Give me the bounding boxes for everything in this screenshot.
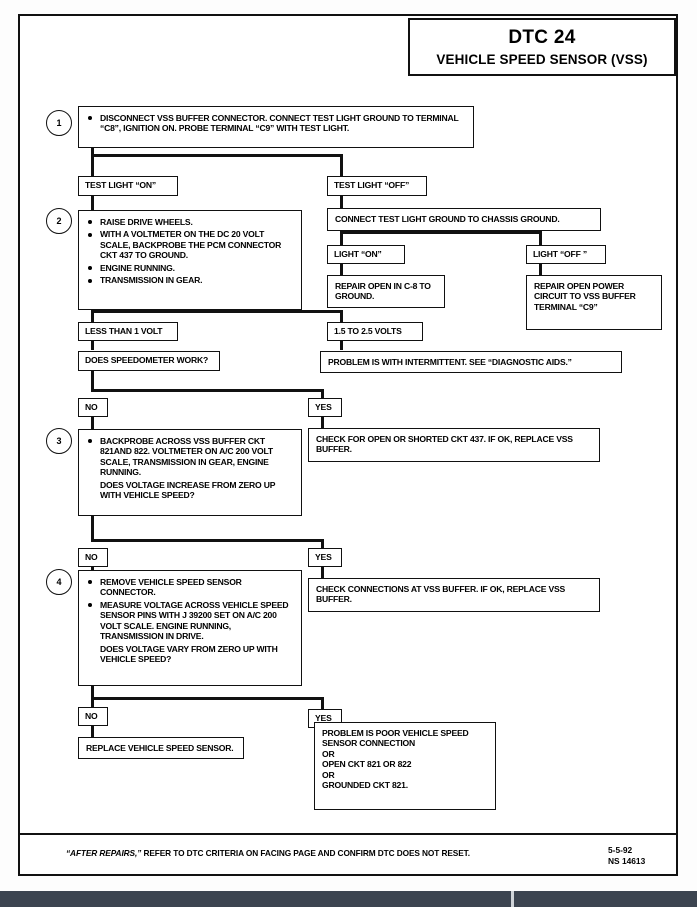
footer-date: 5-5-92 xyxy=(608,845,633,855)
line-connect-down-left xyxy=(340,231,343,245)
line-testlighton-step2 xyxy=(91,196,94,210)
line-speedo-to-yes xyxy=(321,389,324,403)
node-1-5-to-2-5-volts: 1.5 TO 2.5 VOLTS xyxy=(327,322,423,341)
step-number-1: 1 xyxy=(46,110,72,136)
node-test-light-off: TEST LIGHT “OFF” xyxy=(327,176,427,196)
node-branch2-yes: YES xyxy=(308,548,342,567)
line-to-test-light-on xyxy=(91,154,94,176)
step2-bullet-4: TRANSMISSION IN GEAR. xyxy=(87,275,293,285)
node-check-ckt-437: CHECK FOR OPEN OR SHORTED CKT 437. IF OK… xyxy=(308,428,600,462)
step2-bullet-2: WITH A VOLTMETER ON THE DC 20 VOLT SCALE… xyxy=(87,229,293,260)
line-step2-down-right xyxy=(340,310,343,322)
node-check-connections: CHECK CONNECTIONS AT VSS BUFFER. IF OK, … xyxy=(308,578,600,612)
node-test-light-on: TEST LIGHT “ON” xyxy=(78,176,178,196)
node-light-on: LIGHT “ON” xyxy=(327,245,405,264)
step4-bullet-1: REMOVE VEHICLE SPEED SENSOR CONNECTOR. xyxy=(87,577,293,598)
line-testlightoff-connect xyxy=(340,196,343,208)
node-repair-open-c8: REPAIR OPEN IN C-8 TO GROUND. xyxy=(327,275,445,308)
node-step-2: RAISE DRIVE WHEELS. WITH A VOLTMETER ON … xyxy=(78,210,302,310)
footer-rule-bottom xyxy=(20,874,676,877)
line-lightoff-repair xyxy=(539,264,542,275)
step-number-3: 3 xyxy=(46,428,72,454)
node-light-off: LIGHT “OFF ” xyxy=(526,245,606,264)
line-lighton-repair xyxy=(340,264,343,275)
line-step1-split xyxy=(91,154,343,157)
node-branch3-no: NO xyxy=(78,707,108,726)
footer-doc-id: NS 14613 xyxy=(608,856,646,867)
problem-poor-line-5: OR xyxy=(322,769,335,780)
bottom-chrome-bar xyxy=(0,891,697,907)
line-connect-down-right xyxy=(539,231,542,245)
line-step3-down xyxy=(91,516,94,542)
dtc-code: DTC 24 xyxy=(508,27,576,48)
footer-note: “AFTER REPAIRS,” REFER TO DTC CRITERIA O… xyxy=(66,848,576,858)
node-problem-poor-connection: PROBLEM IS POOR VEHICLE SPEED SENSOR CON… xyxy=(314,722,496,810)
bottom-chrome-divider xyxy=(511,891,514,907)
node-branch2-no: NO xyxy=(78,548,108,567)
line-step3-to-yes xyxy=(321,539,324,553)
line-to-test-light-off xyxy=(340,154,343,176)
node-step-1: DISCONNECT VSS BUFFER CONNECTOR. CONNECT… xyxy=(78,106,474,148)
problem-poor-line-4: OPEN CKT 821 OR 822 xyxy=(322,759,412,770)
node-less-than-1-volt: LESS THAN 1 VOLT xyxy=(78,322,178,341)
step2-bullet-1: RAISE DRIVE WHEELS. xyxy=(87,217,293,227)
line-step3-split xyxy=(91,539,324,542)
line-step2-split xyxy=(91,310,343,313)
problem-poor-line-6: GROUNDED CKT 821. xyxy=(322,780,408,791)
dtc-name: VEHICLE SPEED SENSOR (VSS) xyxy=(436,52,648,67)
line-step4-split xyxy=(91,697,324,700)
step2-bullet-3: ENGINE RUNNING. xyxy=(87,263,293,273)
title-block: DTC 24 VEHICLE SPEED SENSOR (VSS) xyxy=(408,18,676,76)
line-yes2-check xyxy=(321,567,324,578)
step4-bullet-2: MEASURE VOLTAGE ACROSS VEHICLE SPEED SEN… xyxy=(87,600,293,642)
step1-bullet-1: DISCONNECT VSS BUFFER CONNECTOR. CONNECT… xyxy=(87,113,465,134)
step-number-2: 2 xyxy=(46,208,72,234)
step3-line-2: DOES VOLTAGE INCREASE FROM ZERO UP WITH … xyxy=(100,479,276,501)
line-step4-to-yes xyxy=(321,697,324,714)
node-problem-intermittent: PROBLEM IS WITH INTERMITTENT. SEE “DIAGN… xyxy=(320,351,622,373)
footer-rule-top xyxy=(20,833,676,835)
line-speedo-split xyxy=(91,389,324,392)
node-repair-open-power: REPAIR OPEN POWER CIRCUIT TO VSS BUFFER … xyxy=(526,275,662,330)
node-step-3: BACKPROBE ACROSS VSS BUFFER CKT 821AND 8… xyxy=(78,429,302,516)
problem-poor-line-3: OR xyxy=(322,748,335,759)
node-does-speedometer-work: DOES SPEEDOMETER WORK? xyxy=(78,351,220,371)
step-number-4: 4 xyxy=(46,569,72,595)
problem-poor-line-2: SENSOR CONNECTION xyxy=(322,738,416,749)
line-volts-problem xyxy=(340,340,343,350)
line-lessthan-speedo xyxy=(91,340,94,350)
problem-poor-line-1: PROBLEM IS POOR VEHICLE SPEED xyxy=(322,728,469,738)
line-connect-split xyxy=(340,231,542,234)
footer-note-text: REFER TO DTC CRITERIA ON FACING PAGE AND… xyxy=(141,848,470,858)
line-step2-down xyxy=(91,310,94,322)
step3-bullet-1: BACKPROBE ACROSS VSS BUFFER CKT 821AND 8… xyxy=(87,436,293,478)
line-yes1-check xyxy=(321,417,324,428)
line-no1-step3 xyxy=(91,417,94,429)
line-no3-replace xyxy=(91,726,94,737)
node-branch1-no: NO xyxy=(78,398,108,417)
node-replace-vss: REPLACE VEHICLE SPEED SENSOR. xyxy=(78,737,244,759)
footer-code: 5-5-92 NS 14613 xyxy=(608,845,678,868)
node-branch1-yes: YES xyxy=(308,398,342,417)
step4-line-3: DOES VOLTAGE VARY FROM ZERO UP WITH VEHI… xyxy=(100,643,278,665)
line-speedo-down xyxy=(91,371,94,392)
footer-emphasis: “AFTER REPAIRS,” xyxy=(66,848,142,858)
node-step-4: REMOVE VEHICLE SPEED SENSOR CONNECTOR. M… xyxy=(78,570,302,686)
node-connect-chassis-ground: CONNECT TEST LIGHT GROUND TO CHASSIS GRO… xyxy=(327,208,601,231)
